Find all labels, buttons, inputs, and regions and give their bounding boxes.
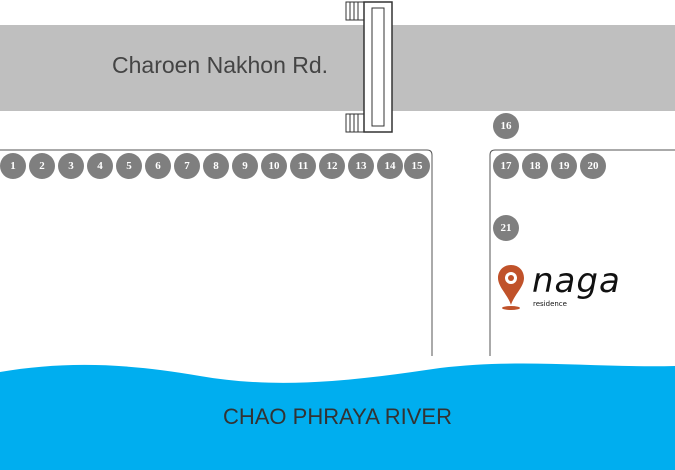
location-marker-13[interactable]: 13	[348, 153, 374, 179]
chao-phraya-river	[0, 363, 675, 470]
location-marker-12[interactable]: 12	[319, 153, 345, 179]
location-marker-15[interactable]: 15	[404, 153, 430, 179]
location-marker-10[interactable]: 10	[261, 153, 287, 179]
location-marker-18[interactable]: 18	[522, 153, 548, 179]
logo-name: naga	[532, 261, 621, 301]
location-marker-20[interactable]: 20	[580, 153, 606, 179]
river-label: CHAO PHRAYA RIVER	[222, 404, 452, 429]
location-marker-9[interactable]: 9	[232, 153, 258, 179]
location-marker-5[interactable]: 5	[116, 153, 142, 179]
location-pin-icon	[498, 265, 524, 310]
location-marker-14[interactable]: 14	[377, 153, 403, 179]
location-marker-1[interactable]: 1	[0, 153, 26, 179]
logo-subtitle: residence	[533, 300, 567, 308]
location-marker-21[interactable]: 21	[493, 215, 519, 241]
location-marker-7[interactable]: 7	[174, 153, 200, 179]
location-marker-3[interactable]: 3	[58, 153, 84, 179]
road-label: Charoen Nakhon Rd.	[112, 52, 329, 78]
location-marker-4[interactable]: 4	[87, 153, 113, 179]
street-outlines	[0, 149, 675, 356]
bridge-structure	[345, 1, 393, 133]
naga-residence-logo[interactable]: naga residence	[496, 263, 636, 313]
location-marker-16[interactable]: 16	[493, 113, 519, 139]
location-marker-19[interactable]: 19	[551, 153, 577, 179]
charoen-nakhon-road	[0, 25, 675, 111]
location-marker-2[interactable]: 2	[29, 153, 55, 179]
location-marker-8[interactable]: 8	[203, 153, 229, 179]
location-marker-11[interactable]: 11	[290, 153, 316, 179]
location-marker-6[interactable]: 6	[145, 153, 171, 179]
location-marker-17[interactable]: 17	[493, 153, 519, 179]
